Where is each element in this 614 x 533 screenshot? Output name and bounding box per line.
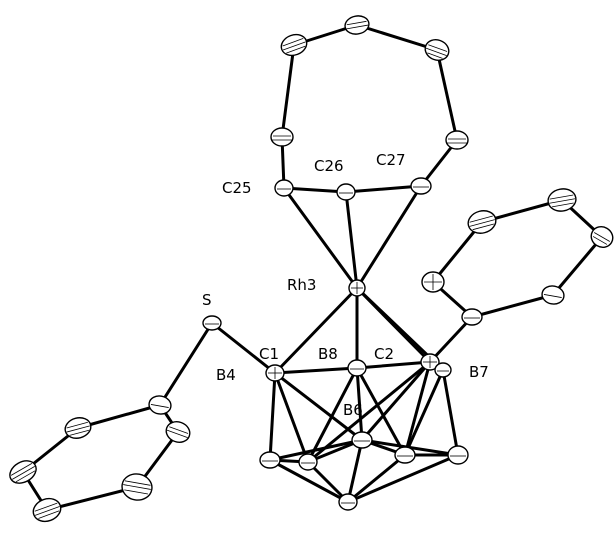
label-c27: C27 xyxy=(376,151,406,169)
bond xyxy=(403,360,432,457)
label-c2: C2 xyxy=(374,345,394,363)
atom-c-cod xyxy=(270,127,294,147)
atom-c1 xyxy=(265,364,285,382)
bonds xyxy=(21,23,604,512)
atom-c-cod xyxy=(424,39,450,61)
bond xyxy=(355,184,423,290)
atom-b-cage xyxy=(338,493,358,511)
bond xyxy=(306,460,350,504)
bond xyxy=(268,458,350,504)
bond xyxy=(470,293,555,319)
bond xyxy=(360,360,432,442)
atom-b6 xyxy=(351,431,373,449)
bond xyxy=(280,43,296,139)
atom-c26 xyxy=(336,183,356,201)
atom-c-phenyl xyxy=(461,308,483,326)
bond xyxy=(355,366,407,457)
bond xyxy=(403,368,445,457)
atom-c-phenyl xyxy=(547,188,577,212)
atom-b-cage xyxy=(298,453,318,471)
label-b6: B6 xyxy=(343,401,363,419)
bond xyxy=(346,453,460,504)
bond xyxy=(306,366,359,464)
bond xyxy=(355,366,364,442)
bond xyxy=(273,286,359,375)
atom-labels: C25 C26 C27 Rh3 S C1 B8 C2 B4 B7 B6 xyxy=(202,151,489,419)
bond xyxy=(45,485,139,512)
atom-b8 xyxy=(347,359,367,377)
atom-c-phenyl xyxy=(165,421,191,443)
atoms xyxy=(9,15,614,523)
atom-rh3 xyxy=(348,279,366,297)
atom-c-phenyl xyxy=(32,497,62,523)
atom-b-cage xyxy=(447,445,469,465)
atom-c-phenyl xyxy=(467,210,497,234)
atom-c25 xyxy=(274,179,294,197)
label-c26: C26 xyxy=(314,157,344,175)
bond xyxy=(346,438,364,504)
atom-c-phenyl xyxy=(121,473,153,501)
bond xyxy=(344,184,423,194)
atom-c27 xyxy=(410,177,432,195)
atom-c-phenyl xyxy=(9,460,37,484)
bond xyxy=(435,48,459,142)
atom-c-phenyl xyxy=(590,226,614,248)
atom-c-cod xyxy=(445,130,469,150)
bond xyxy=(441,368,460,457)
bond xyxy=(282,186,348,194)
bond xyxy=(306,360,432,464)
label-s: S xyxy=(202,291,212,309)
label-rh3: Rh3 xyxy=(287,276,316,294)
bond xyxy=(268,371,277,462)
label-b4: B4 xyxy=(216,366,236,384)
atom-b7 xyxy=(434,362,452,378)
atom-c-phenyl xyxy=(148,395,172,415)
atom-b-cage xyxy=(394,446,416,464)
bond xyxy=(273,371,310,464)
bond xyxy=(158,321,214,407)
bond xyxy=(76,403,162,430)
atom-b-cage xyxy=(259,451,281,469)
bond xyxy=(355,360,432,370)
label-c25: C25 xyxy=(222,179,252,197)
atom-c-phenyl xyxy=(541,285,565,305)
atom-c-cod xyxy=(344,15,370,35)
label-b7: B7 xyxy=(469,363,489,381)
bond xyxy=(268,438,364,462)
bond xyxy=(346,453,407,504)
atom-c2 xyxy=(420,353,440,371)
atom-c-phenyl xyxy=(64,417,92,439)
atom-s xyxy=(202,315,222,331)
atom-c-phenyl xyxy=(421,271,445,293)
bond xyxy=(344,190,359,290)
atom-c-cod xyxy=(280,33,308,57)
bond xyxy=(210,321,277,375)
label-c1: C1 xyxy=(259,345,279,363)
bond xyxy=(551,235,604,297)
label-b8: B8 xyxy=(318,345,338,363)
bond xyxy=(428,315,474,364)
bond xyxy=(273,366,359,375)
bond xyxy=(282,186,359,290)
bond xyxy=(355,23,439,52)
